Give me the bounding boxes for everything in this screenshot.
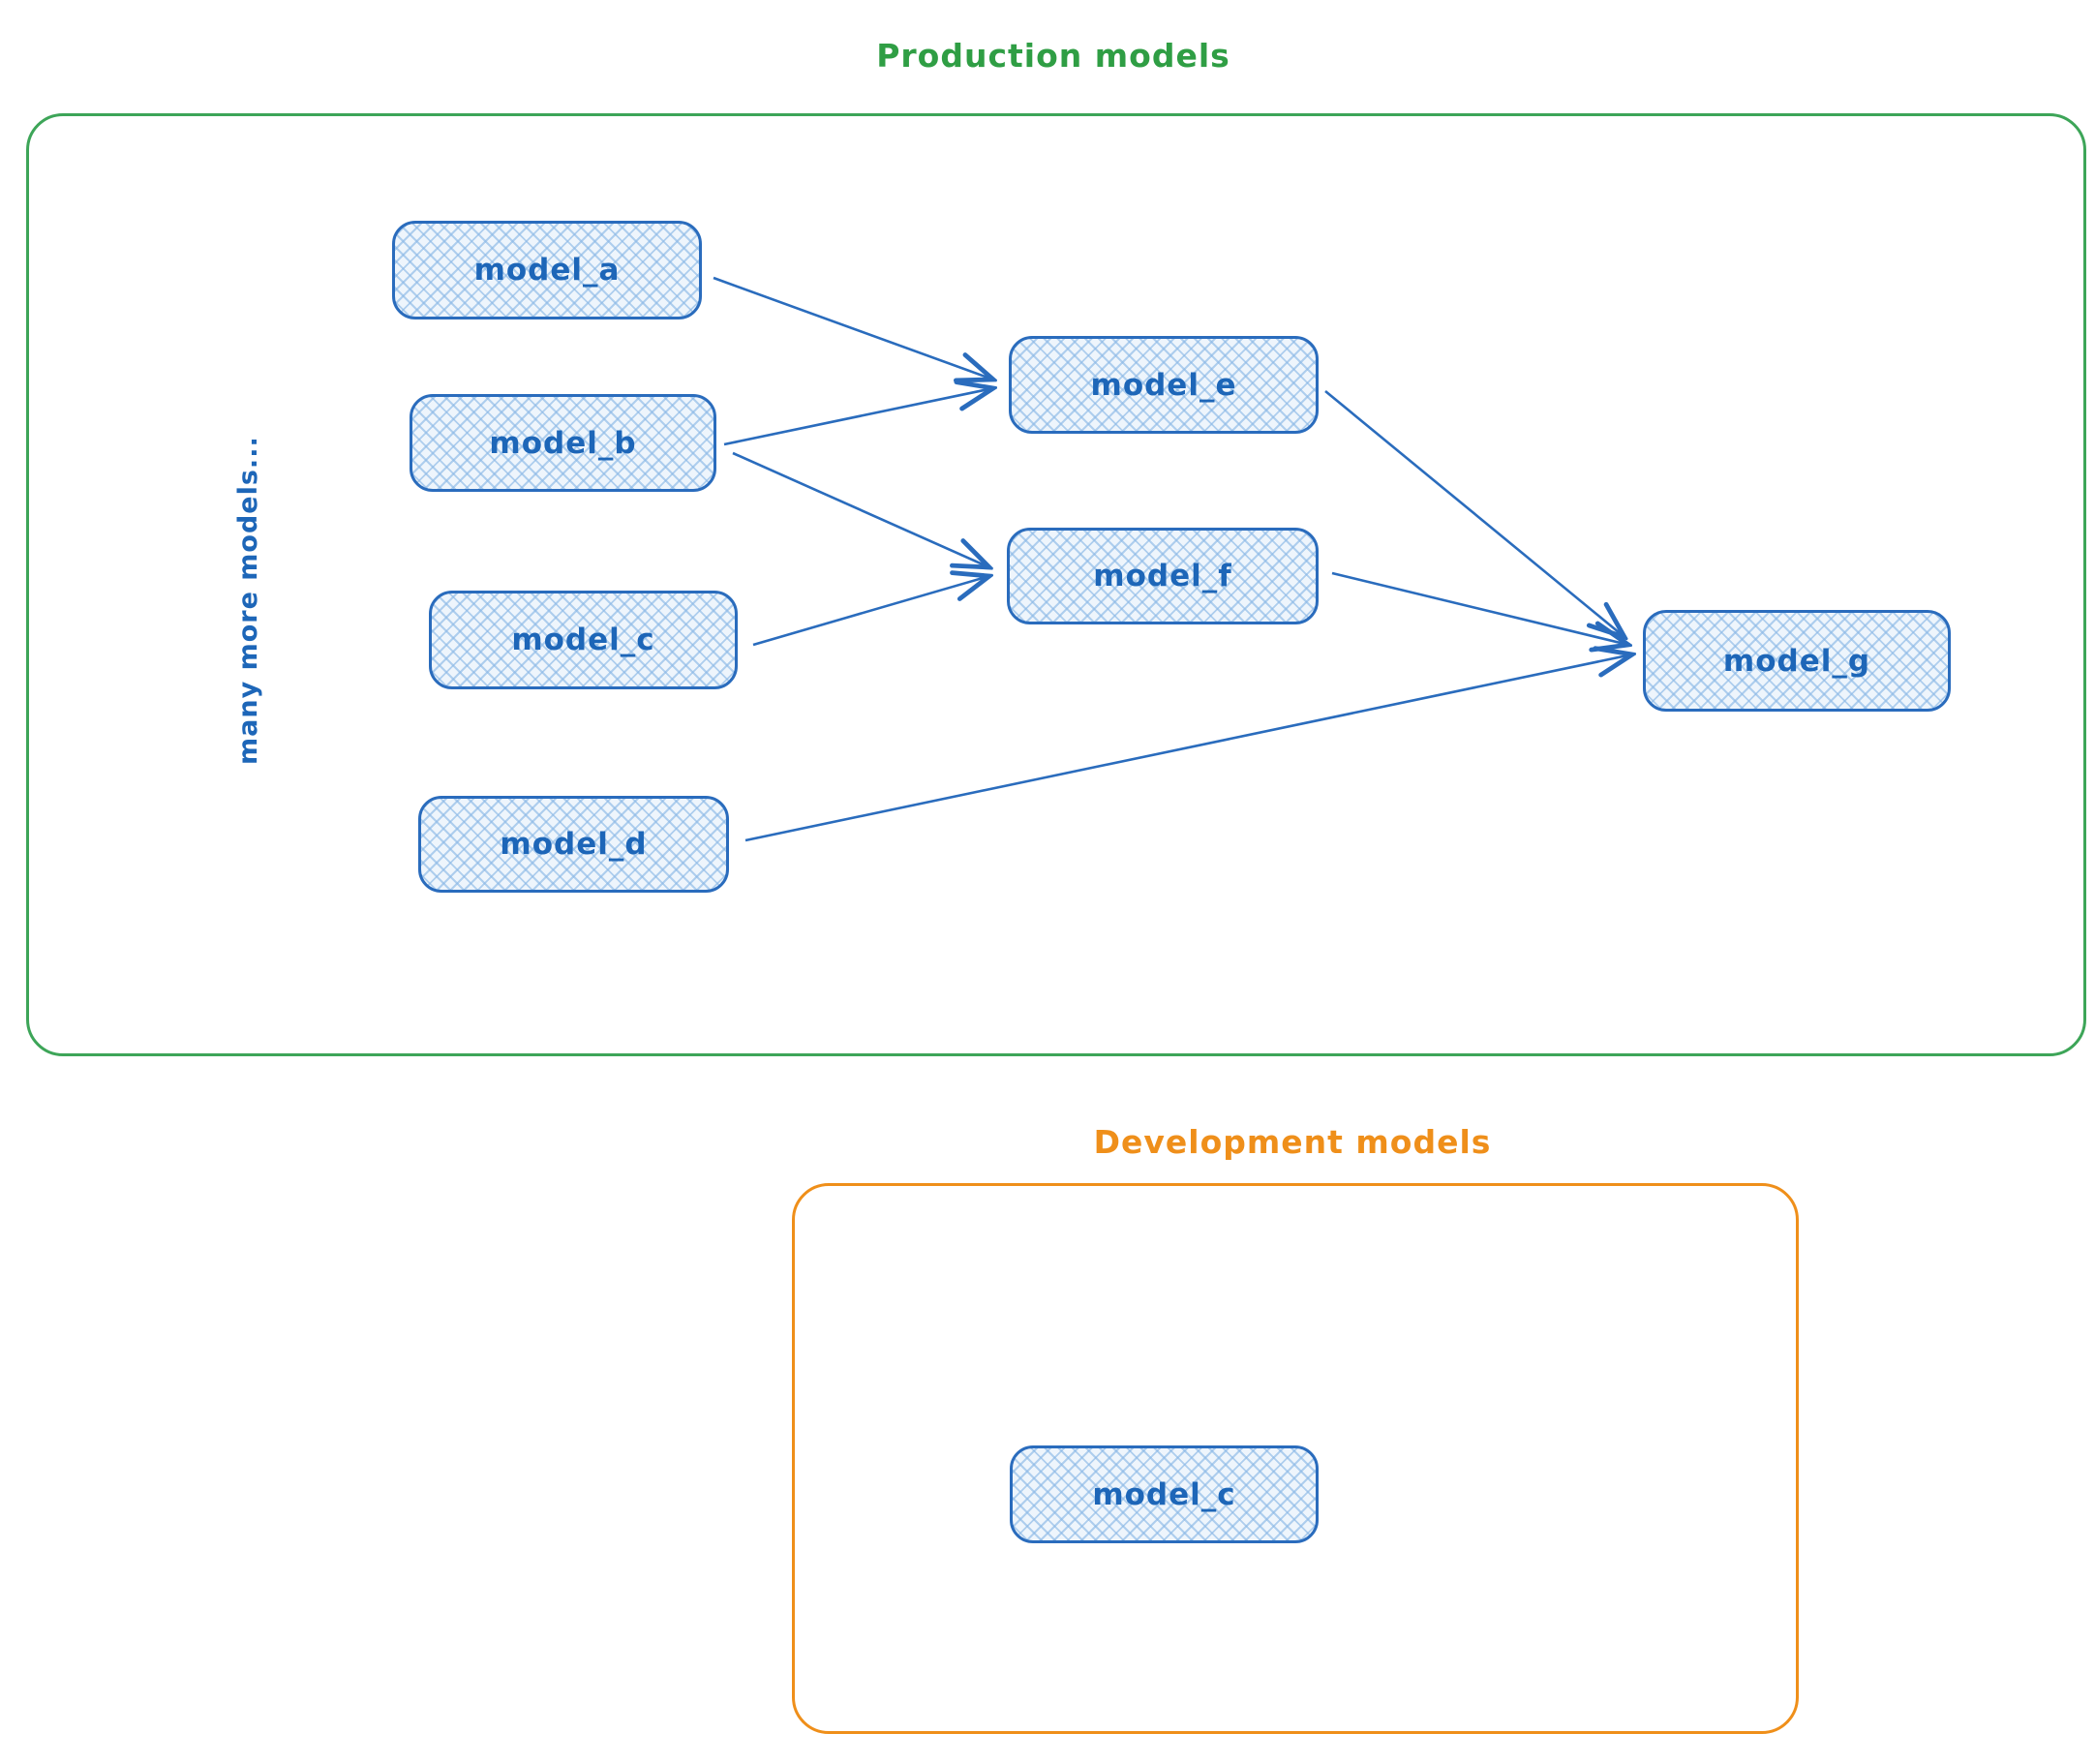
many-more-models-annotation: many more models... [233,436,263,765]
node-model-f-label: model_f [1093,559,1232,593]
node-model-d-label: model_d [500,827,648,862]
node-model-e: model_e [1009,336,1319,434]
node-model-a: model_a [392,221,702,319]
node-model-c-development-label: model_c [1092,1476,1236,1512]
node-model-g: model_g [1643,610,1951,712]
node-model-c-label: model_c [511,623,655,657]
node-model-c: model_c [429,591,738,689]
production-container [26,113,2086,1056]
development-group-title: Development models [1093,1123,1492,1161]
node-model-b-label: model_b [489,425,637,461]
node-model-b: model_b [410,394,716,492]
node-model-e-label: model_e [1090,367,1237,403]
node-model-a-label: model_a [473,253,621,288]
node-model-c-development: model_c [1010,1445,1319,1543]
node-model-f: model_f [1007,528,1319,624]
production-group-title: Production models [876,37,1230,75]
development-container [792,1183,1799,1734]
node-model-g-label: model_g [1722,643,1871,679]
node-model-d: model_d [418,796,729,893]
